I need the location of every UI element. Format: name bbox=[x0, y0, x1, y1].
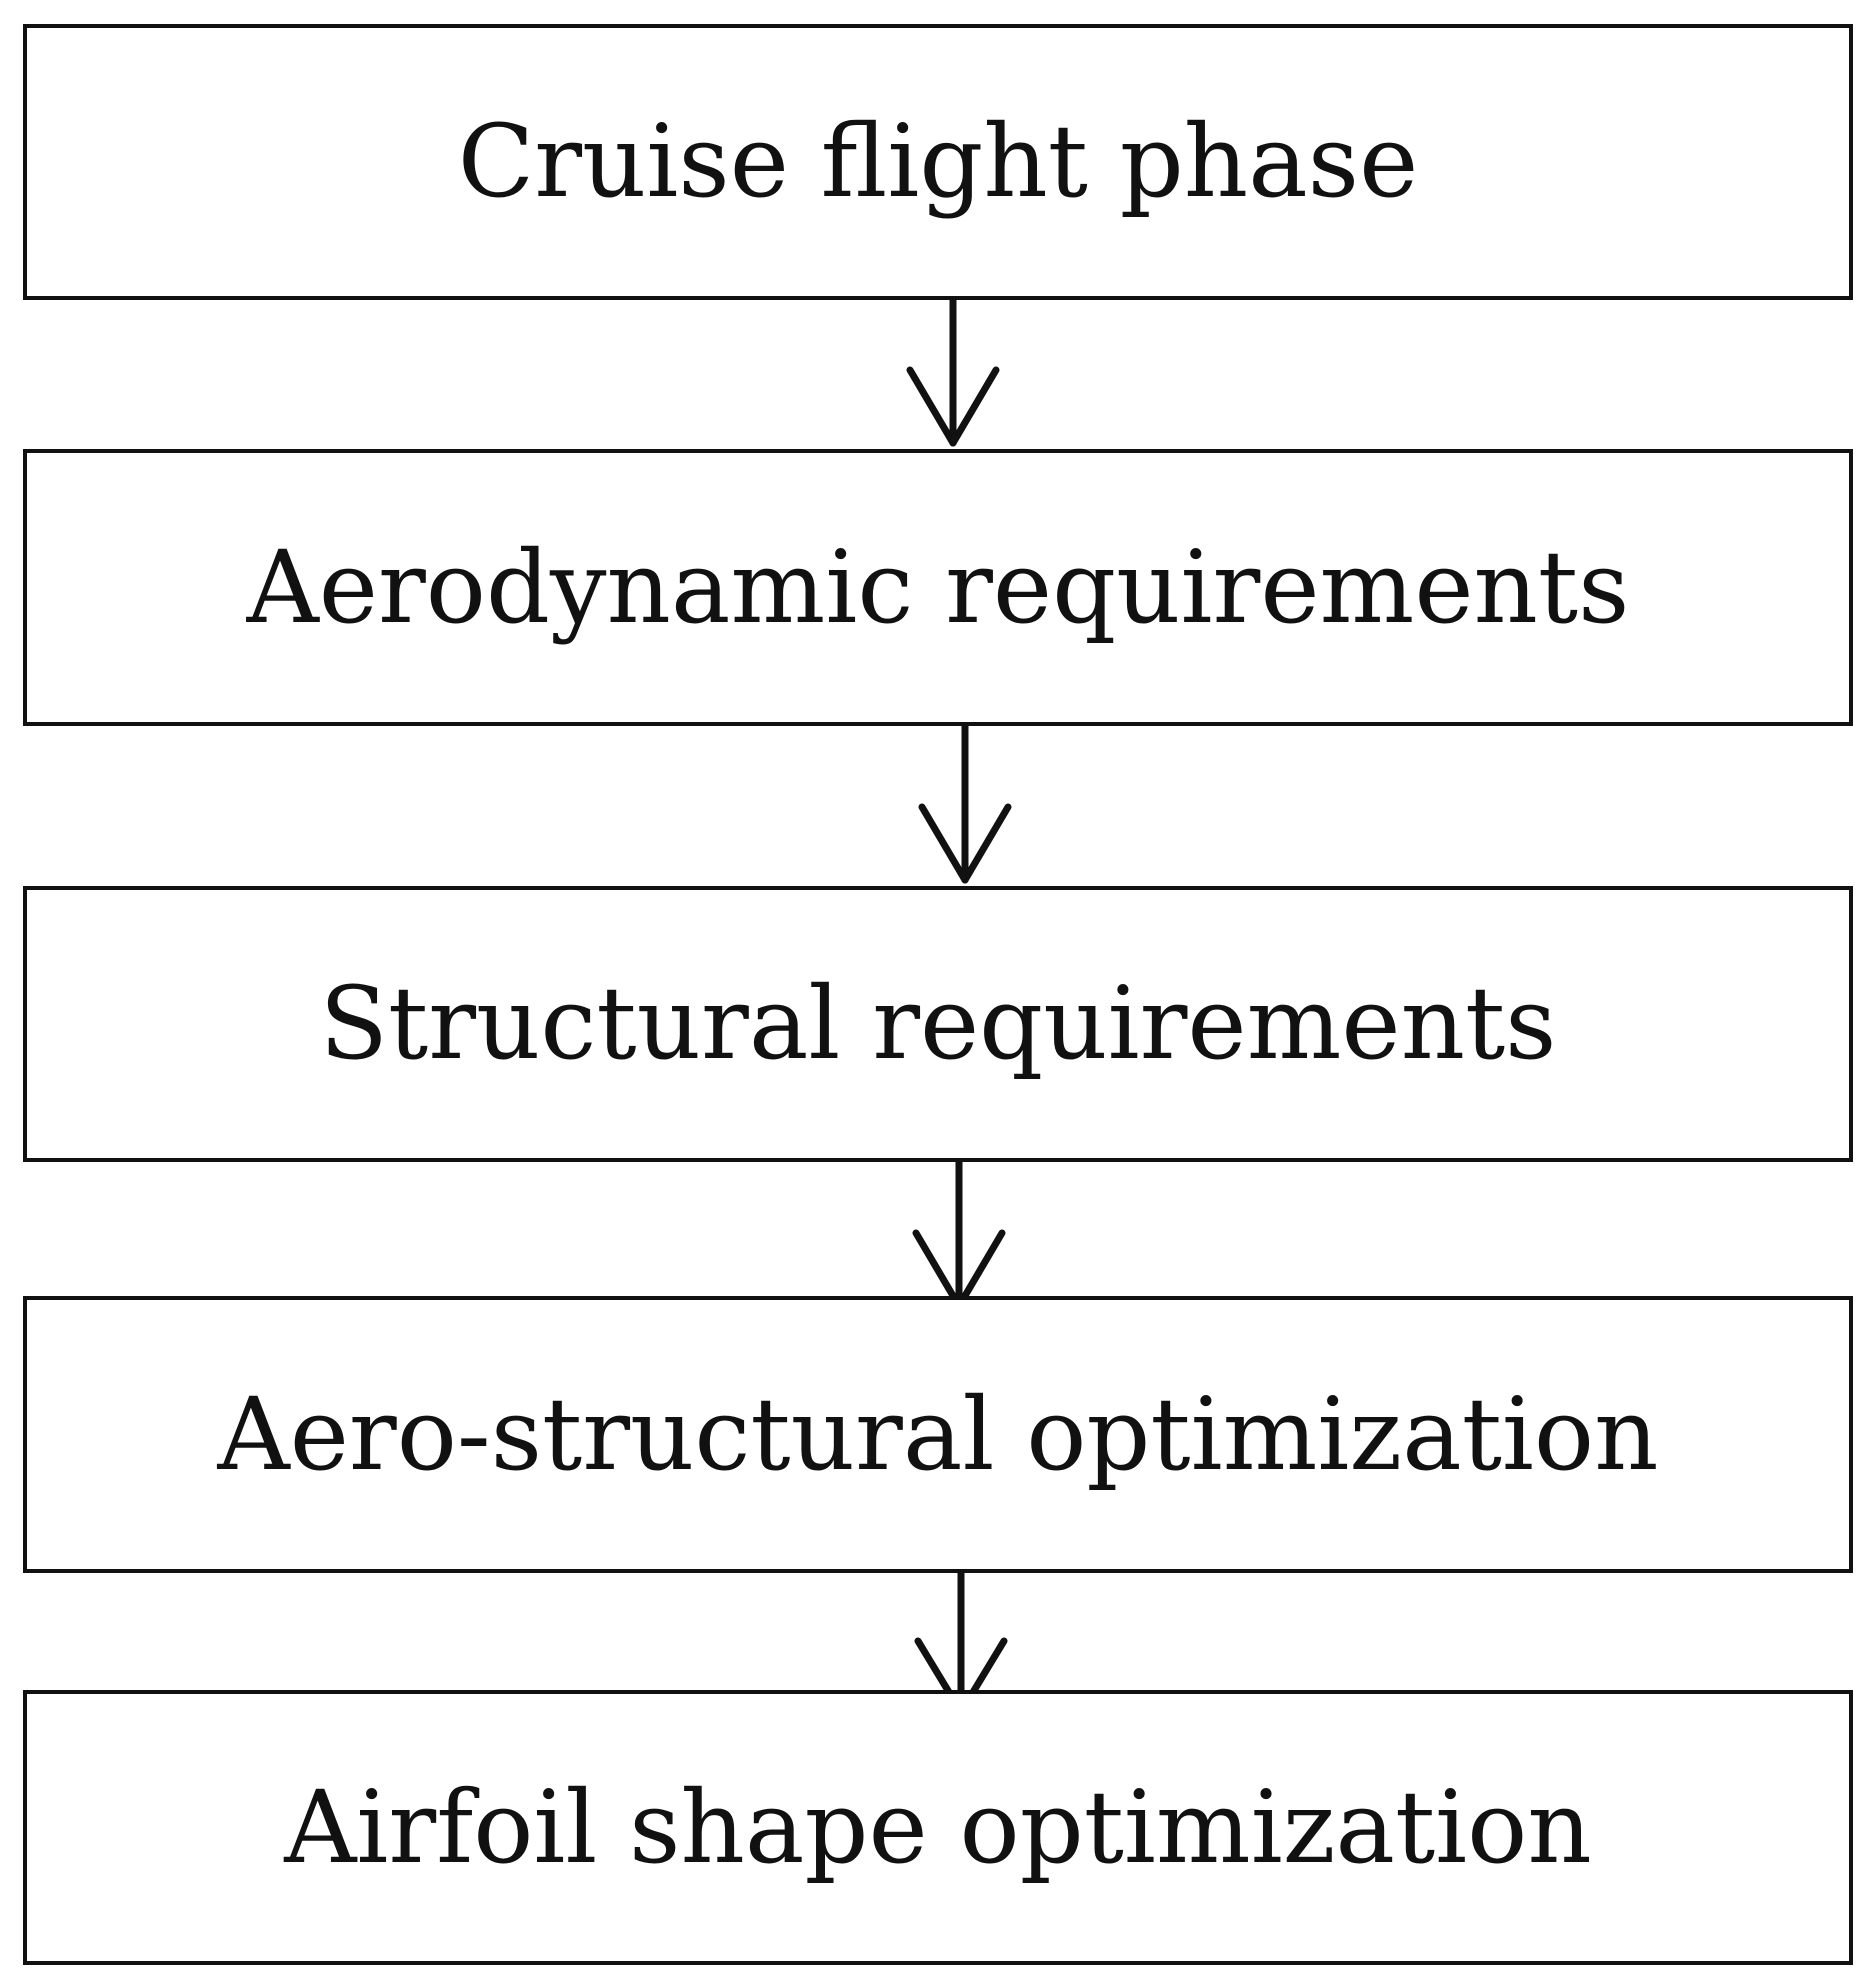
step-aero-structural-optimization: Aero-structural optimization bbox=[23, 1296, 1853, 1573]
step-label: Cruise flight phase bbox=[457, 103, 1419, 220]
step-label: Structural requirements bbox=[319, 965, 1557, 1082]
step-structural-requirements: Structural requirements bbox=[23, 886, 1853, 1162]
step-cruise-flight-phase: Cruise flight phase bbox=[23, 24, 1853, 300]
arrow-step1-to-step2 bbox=[906, 284, 1000, 447]
step-label: Aero-structural optimization bbox=[217, 1375, 1659, 1493]
step-label: Airfoil shape optimization bbox=[284, 1768, 1592, 1886]
arrow-step2-to-step3 bbox=[918, 722, 1012, 884]
step-aerodynamic-requirements: Aerodynamic requirements bbox=[23, 449, 1853, 726]
step-airfoil-shape-optimization: Airfoil shape optimization bbox=[23, 1690, 1853, 1965]
step-label: Aerodynamic requirements bbox=[246, 528, 1630, 646]
arrow-step3-to-step4 bbox=[912, 1158, 1006, 1310]
